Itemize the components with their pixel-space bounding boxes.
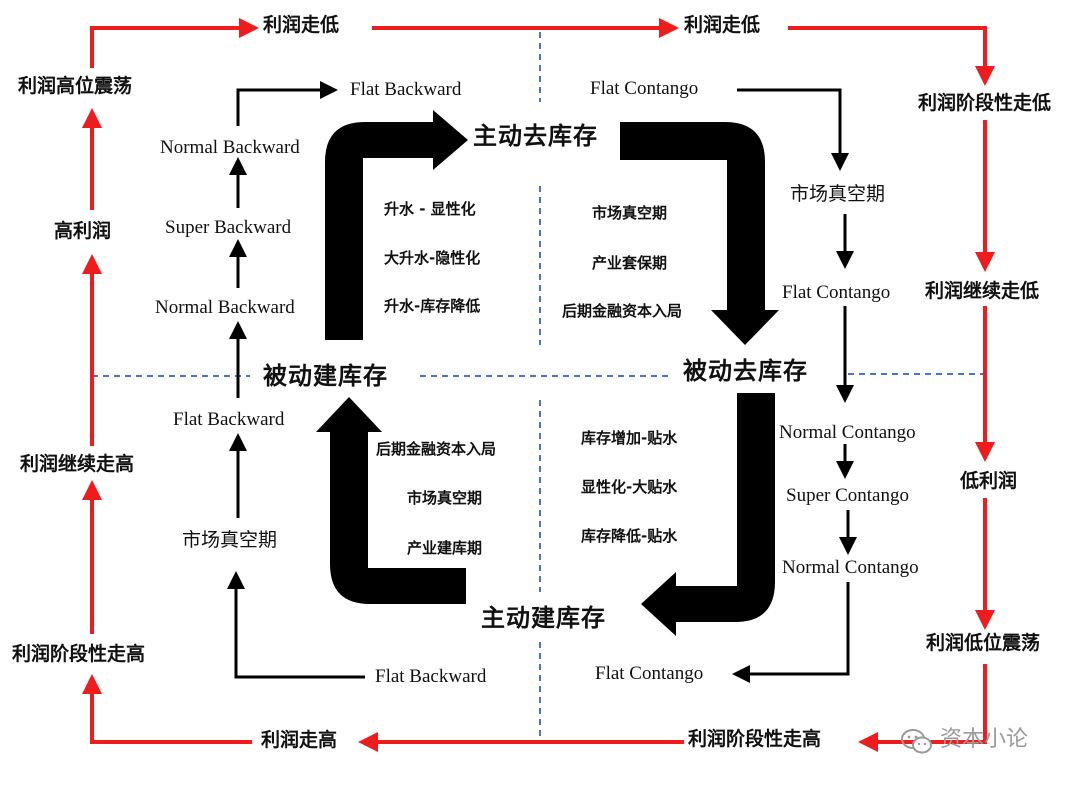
profit-label-top-right: 利润走低	[684, 14, 761, 36]
profit-label-bottom-left: 利润走高	[261, 729, 338, 751]
quadrant-bottom-left-line-1: 后期金融资本入局	[376, 440, 497, 458]
structure-normal-backward-lower: Normal Backward	[155, 297, 295, 318]
profit-label-top-left: 利润走低	[263, 14, 340, 36]
red-arrow-top-left	[90, 18, 259, 68]
thick-arrow-to-passive-restock	[316, 397, 466, 604]
profit-label-left-2: 利润继续走高	[20, 453, 135, 475]
structure-flat-backward-bottom: Flat Backward	[375, 666, 487, 687]
profit-label-bottom-right: 利润阶段性走高	[688, 728, 822, 750]
inventory-cycle-arrows	[316, 110, 779, 636]
quadrant-dividers	[92, 32, 985, 742]
structure-super-contango: Super Contango	[786, 485, 909, 506]
phase-passive-restock: 被动建库存	[263, 361, 388, 390]
profit-label-left-1: 利润阶段性走高	[12, 643, 146, 665]
quadrant-top-left-line-3: 升水-库存降低	[384, 297, 481, 315]
structure-normal-contango-upper: Normal Contango	[779, 422, 916, 443]
structure-flat-backward-top: Flat Backward	[350, 79, 462, 100]
arrow-to-market-vacuum-left	[227, 571, 365, 679]
red-arrow-bottom-left	[82, 674, 252, 744]
structure-flat-contango-mid: Flat Contango	[782, 282, 891, 303]
wechat-logo-icon	[901, 729, 932, 754]
profit-label-left-4: 利润高位震荡	[18, 75, 133, 97]
quadrant-bottom-right-line-3: 库存降低-贴水	[581, 527, 678, 545]
arrow-to-flat-contango-bottom	[732, 582, 850, 683]
structure-normal-contango-lower: Normal Contango	[782, 557, 919, 578]
structure-super-backward: Super Backward	[165, 217, 292, 238]
quadrant-top-right-line-2: 产业套保期	[592, 254, 668, 272]
structure-flat-contango-bottom: Flat Contango	[595, 663, 704, 684]
profit-label-right-2: 利润继续走低	[925, 280, 1040, 302]
profit-label-right-1: 利润阶段性走低	[918, 92, 1052, 114]
thick-arrow-to-active-restock	[641, 393, 775, 636]
phase-active-destock: 主动去库存	[473, 121, 598, 150]
term-structure-arrows	[227, 81, 857, 683]
phase-active-restock: 主动建库存	[481, 603, 606, 632]
quadrant-top-left-line-1: 升水 - 显性化	[384, 200, 476, 218]
structure-market-vacuum-left: 市场真空期	[182, 529, 278, 551]
quadrant-bottom-right-line-1: 库存增加-贴水	[581, 429, 678, 447]
quadrant-bottom-right-line-2: 显性化-大贴水	[581, 478, 678, 496]
arrow-to-market-vacuum-right	[737, 88, 849, 171]
profit-label-left-3: 高利润	[54, 220, 112, 242]
watermark-text: 资本小论	[940, 727, 1029, 752]
structure-normal-backward-upper: Normal Backward	[160, 137, 300, 158]
quadrant-bottom-left-line-2: 市场真空期	[407, 489, 483, 507]
thick-arrow-to-passive-destock	[620, 122, 779, 345]
structure-flat-backward-mid: Flat Backward	[173, 409, 285, 430]
profit-label-right-3: 低利润	[960, 470, 1018, 492]
profit-label-right-4: 利润低位震荡	[926, 632, 1041, 654]
phase-passive-destock: 被动去库存	[683, 356, 808, 385]
structure-flat-contango-top: Flat Contango	[590, 78, 699, 99]
profit-cycle-arrows	[82, 18, 995, 752]
red-arrow-top-right	[788, 26, 995, 86]
structure-market-vacuum-right: 市场真空期	[790, 183, 886, 205]
arrow-to-flat-backward-top	[236, 81, 338, 126]
quadrant-top-left-line-2: 大升水-隐性化	[384, 249, 481, 267]
quadrant-bottom-left-line-3: 产业建库期	[407, 539, 483, 557]
quadrant-top-right-line-1: 市场真空期	[592, 204, 668, 222]
thick-arrow-to-active-destock	[325, 110, 468, 340]
quadrant-top-right-line-3: 后期金融资本入局	[562, 302, 683, 320]
